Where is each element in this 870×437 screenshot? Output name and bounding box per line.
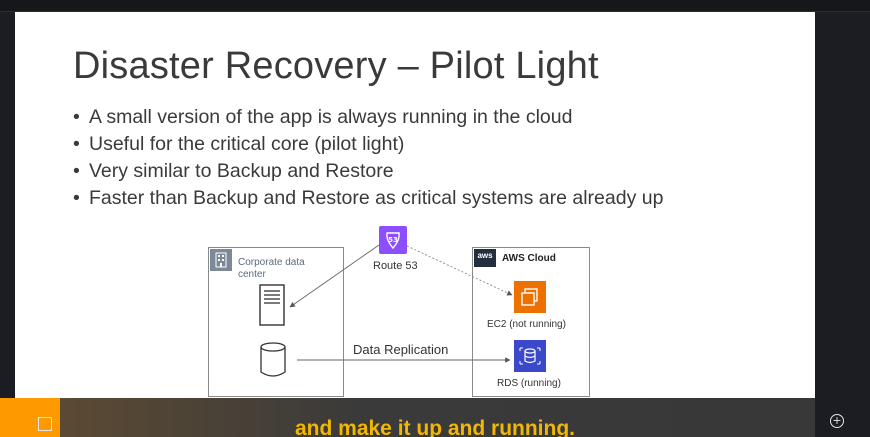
bullet-item: Very similar to Backup and Restore	[73, 158, 663, 185]
bullet-item: Faster than Backup and Restore as critic…	[73, 185, 663, 212]
aws-cloud-label: AWS Cloud	[502, 253, 556, 264]
building-icon	[210, 249, 232, 271]
aws-logo-icon: aws	[474, 249, 496, 267]
slide: Disaster Recovery – Pilot Light A small …	[15, 12, 815, 437]
add-button[interactable]: +	[830, 414, 844, 428]
ec2-label: EC2 (not running)	[487, 319, 566, 330]
bullet-item: A small version of the app is always run…	[73, 104, 663, 131]
svg-text:53: 53	[388, 236, 398, 244]
route53-label: Route 53	[373, 260, 418, 272]
route53-icon: 53	[379, 226, 407, 254]
rds-label: RDS (running)	[497, 378, 561, 389]
caption-bar	[60, 398, 815, 437]
bullet-list: A small version of the app is always run…	[73, 104, 663, 212]
data-replication-label: Data Replication	[353, 342, 449, 357]
database-icon	[259, 342, 287, 378]
bullet-item: Useful for the critical core (pilot ligh…	[73, 131, 663, 158]
corporate-data-center-label: Corporate data center	[238, 257, 305, 280]
rds-icon	[514, 340, 546, 372]
server-icon	[259, 284, 285, 326]
subtitle-text: and make it up and running.	[294, 417, 575, 437]
slide-title: Disaster Recovery – Pilot Light	[73, 45, 599, 87]
expand-icon[interactable]	[38, 417, 52, 431]
top-bar	[0, 0, 870, 12]
right-panel	[815, 12, 870, 437]
ec2-icon	[514, 281, 546, 313]
